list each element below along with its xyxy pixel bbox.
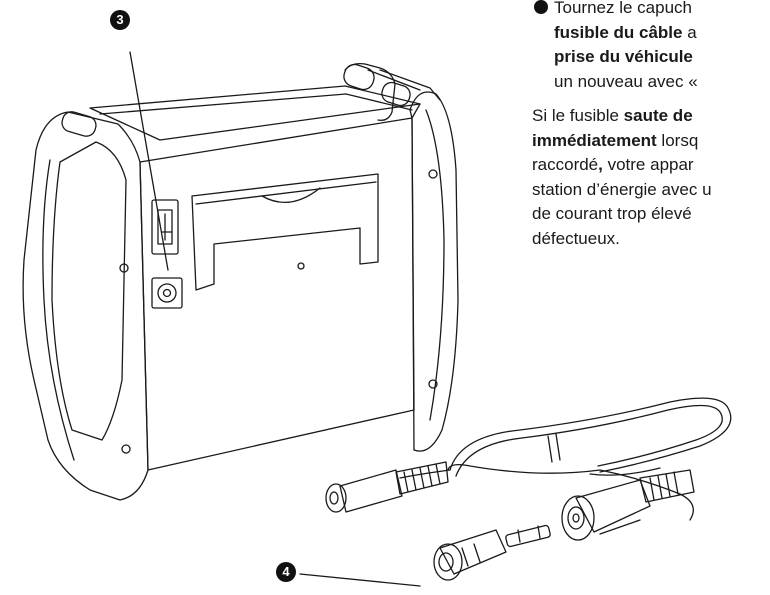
para-line-4: station d’énergie avec u <box>532 179 712 199</box>
step-line-4: un nouveau avec « <box>554 71 698 91</box>
para-2a: immédiatement <box>532 130 657 150</box>
cigarette-plug <box>561 469 695 541</box>
dc-socket <box>151 277 183 309</box>
step-tail-1: a <box>682 22 697 42</box>
fuse-parts <box>433 524 551 581</box>
handle-right <box>409 91 459 452</box>
step-number-icon <box>534 0 548 14</box>
front-panel <box>191 173 379 291</box>
step-line-2: fusible du câble a <box>532 21 770 46</box>
charging-cable <box>399 397 732 521</box>
callout-4-badge: 4 <box>276 562 296 582</box>
para-1a: Si le fusible <box>532 106 624 125</box>
para-line-6: défectueux. <box>532 228 620 248</box>
step-line-3: prise du véhicule <box>532 45 770 70</box>
para-line-2: immédiatement lorsq <box>532 129 770 154</box>
para-line-1: Si le fusible saute de <box>532 104 770 129</box>
para-3a: raccordé <box>532 155 599 174</box>
dc-plug <box>325 461 449 513</box>
step-text-1: Tournez le capuch <box>554 0 692 17</box>
para-line-3: raccordé, votre appar <box>532 153 770 178</box>
box-top <box>89 85 421 141</box>
step-line-1: Tournez le capuch <box>532 0 770 21</box>
para-3c: votre appar <box>602 155 694 174</box>
para-1b: saute de <box>623 106 693 125</box>
para-line-5: de courant trop élevé <box>532 204 692 223</box>
para-2b: lorsq <box>656 130 699 150</box>
callout-3-badge: 3 <box>110 10 130 30</box>
step-bold-1: fusible du câble <box>554 22 683 42</box>
step-bold-2: prise du véhicule <box>554 47 693 66</box>
box-front <box>139 117 415 471</box>
fuse-holder <box>151 199 179 255</box>
handle-rear <box>343 62 441 121</box>
callout-4-leader <box>299 573 421 587</box>
handle-left <box>22 111 149 501</box>
para-3b: , <box>598 155 603 174</box>
instruction-text: Tournez le capuch fusible du câble a pri… <box>532 0 770 251</box>
